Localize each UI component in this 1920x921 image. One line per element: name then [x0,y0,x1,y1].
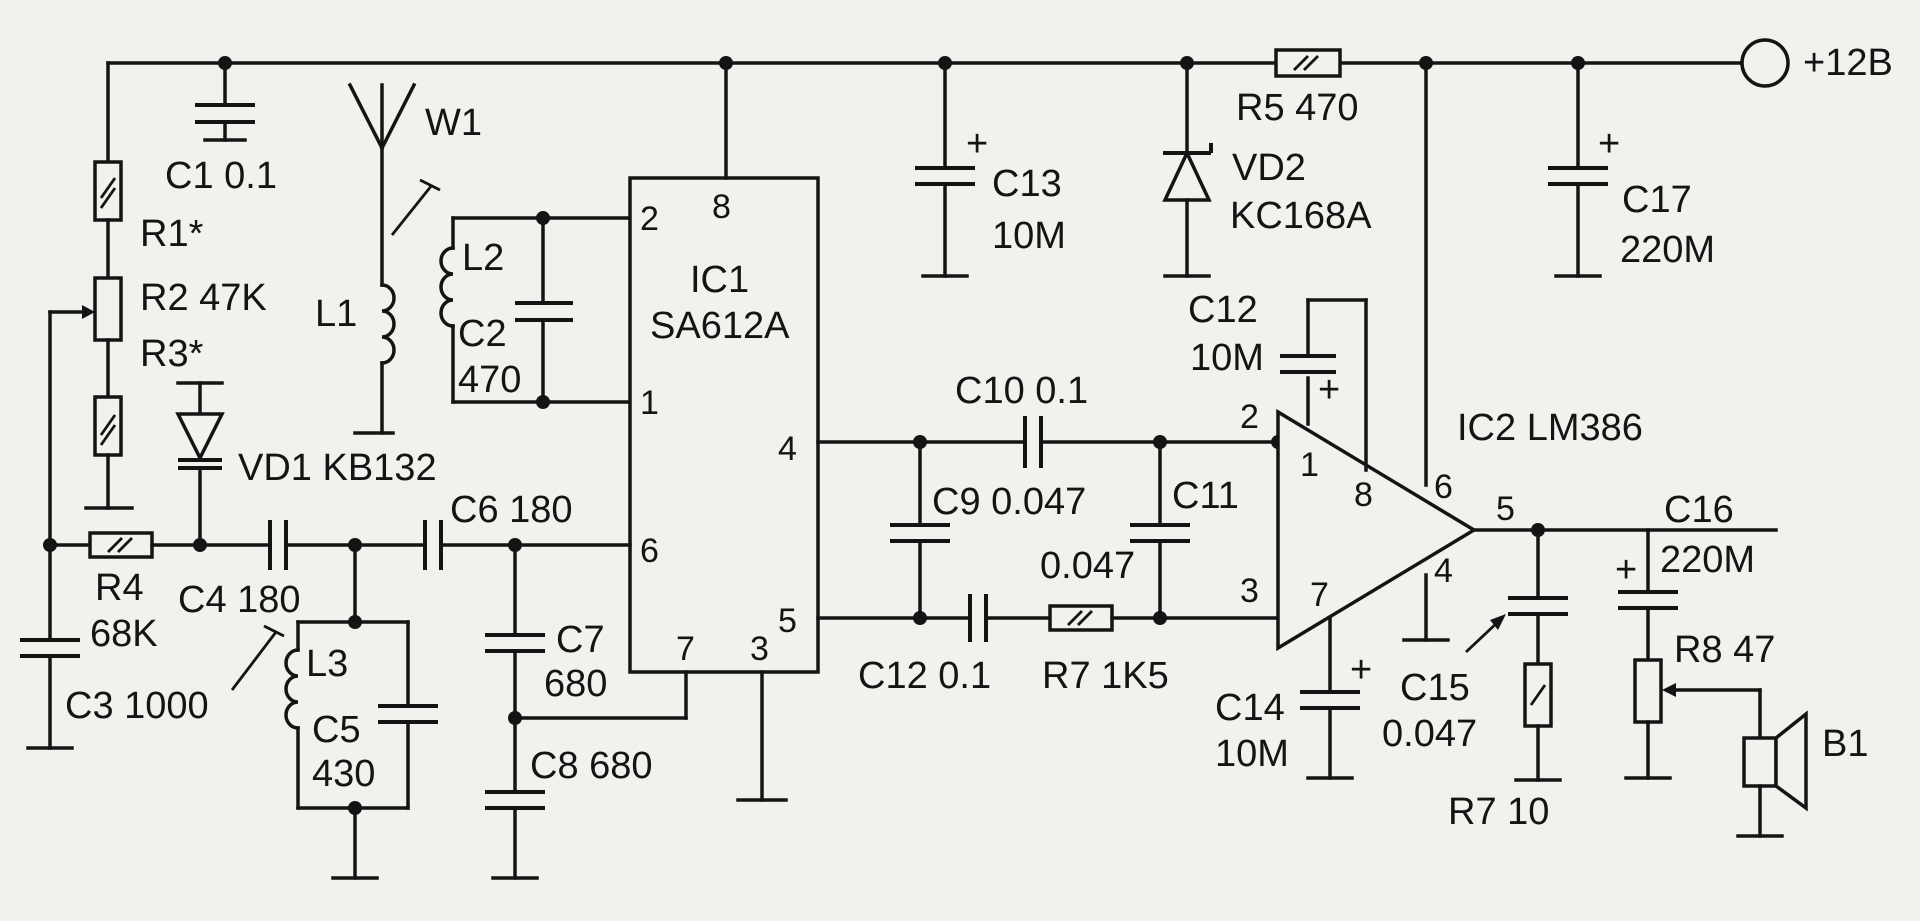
c3-label: C3 1000 [65,685,209,727]
c13-value: 10M [992,215,1066,257]
c5-value: 430 [312,753,375,795]
tank-l2-c2: L2 C2 470 [390,178,632,409]
ic1-pin7: 7 [676,630,695,668]
ic2-pin3: 3 [1240,572,1259,610]
ic1-part: SA612A [650,305,790,347]
resistor-r7-1k5 [1048,604,1114,632]
potentiometer-r2 [93,276,123,342]
capacitor-c13: + C13 10M [915,61,1066,278]
c14-value: 10M [1215,733,1289,775]
c15-value: 0.047 [1382,713,1477,755]
potentiometer-r8 [1633,658,1663,724]
ic1-sa612a: 8 2 1 4 6 5 7 3 IC1 SA612A [513,61,922,802]
c2-value: 470 [458,359,521,401]
vd2-value: KC168A [1230,195,1372,237]
b1-label: B1 [1822,723,1868,765]
c14-plus: + [1350,649,1372,691]
c9-label: C9 0.047 [932,481,1086,523]
ic2-pin7: 7 [1310,576,1329,614]
c13-label: C13 [992,163,1062,205]
c4-label: C4 180 [178,579,301,621]
resistor-r4 [88,531,154,559]
output-stage: + C16 220M R8 47 B1 [1615,489,1868,838]
c16-value: 220M [1660,539,1755,581]
ic1-pin8: 8 [712,188,731,226]
zobel-network: C15 0.047 R7 10 [1382,528,1568,833]
supply-terminal [1740,38,1790,88]
r4-label: R4 [95,567,144,609]
c12-gain-value: 10M [1190,337,1264,379]
c6-label: C6 180 [450,489,573,531]
ic2-lm386: 2 1 8 6 5 3 7 4 IC2 LM386 C12 10M + + C1… [1188,61,1778,780]
speaker-b1 [1742,736,1778,788]
ic2-pin6: 6 [1434,468,1453,506]
c17-value: 220M [1620,229,1715,271]
resistor-r5: R5 470 [1236,48,1359,129]
ic2-pin1: 1 [1300,446,1319,484]
r1-label: R1* [140,213,204,255]
ic1-pin1: 1 [640,384,659,422]
c16-plus: + [1615,549,1637,591]
l2-label: L2 [462,237,504,279]
r7-zobel-label: R7 10 [1448,791,1549,833]
capacitor-c1 [195,61,255,142]
input-filter: C6 180 C7 680 C8 680 [423,489,653,880]
c13-plus: + [966,123,988,165]
ic1-name: IC1 [690,259,749,301]
c8-label: C8 680 [530,745,653,787]
c10-label: C10 0.1 [955,370,1088,412]
ic1-pin3: 3 [750,630,769,668]
varicap-section: VD1 KB132 R4 68K C3 1000 [20,381,437,750]
c17-plus: + [1598,123,1620,165]
supply-rail: +12B [106,38,1893,88]
ic2-pin2: 2 [1240,398,1259,436]
r3-label: R3* [140,333,204,375]
c2-label: C2 [458,313,507,355]
c17-label: C17 [1622,179,1692,221]
r8-label: R8 47 [1674,629,1775,671]
c5-label: C5 [312,709,361,751]
tank-l3-c5: L3 C5 430 [230,543,438,880]
c12-filter-label: C12 0.1 [858,655,991,697]
l3-label: L3 [306,643,348,685]
c11-value: 0.047 [1040,545,1135,587]
ic1-pin5: 5 [778,602,797,640]
ic2-pin8: 8 [1354,476,1373,514]
c12-gain-label: C12 [1188,289,1258,331]
bias-network: C1 0.1 R1* R2 47K R3* [48,61,277,547]
r5-label: R5 470 [1236,87,1359,129]
ic2-pin4: 4 [1434,552,1453,590]
antenna-l1: W1 L1 [315,82,482,435]
supply-label: +12B [1803,42,1893,84]
capacitor-c17: + C17 220M [1548,61,1715,278]
c12-gain-plus: + [1318,369,1340,411]
c16-label: C16 [1664,489,1734,531]
c11-label: C11 [1172,475,1239,517]
vd1-label: VD1 KB132 [238,447,437,489]
capacitor-c4: C4 180 [178,520,427,621]
r7-filter-label: R7 1K5 [1042,655,1169,697]
ic1-pin6: 6 [640,532,659,570]
ic2-pin5: 5 [1496,490,1515,528]
ic1-pin4: 4 [778,430,797,468]
r4-value: 68K [90,613,158,655]
c7-value: 680 [544,663,607,705]
resistor-r1 [93,160,123,222]
if-filter: C10 0.1 C9 0.047 C11 0.047 C12 0.1 R7 1K… [858,370,1285,697]
l1-label: L1 [315,293,357,335]
c14-label: C14 [1215,687,1285,729]
r2-label: R2 47K [140,277,267,319]
c7-label: C7 [556,619,605,661]
zener-vd2: VD2 KC168A [1162,61,1372,278]
c1-label: C1 0.1 [165,155,277,197]
vd2-label: VD2 [1232,147,1306,189]
ic1-pin2: 2 [640,200,659,238]
c15-label: C15 [1400,667,1470,709]
antenna-label: W1 [425,102,482,144]
ic2-label: IC2 LM386 [1457,407,1643,449]
